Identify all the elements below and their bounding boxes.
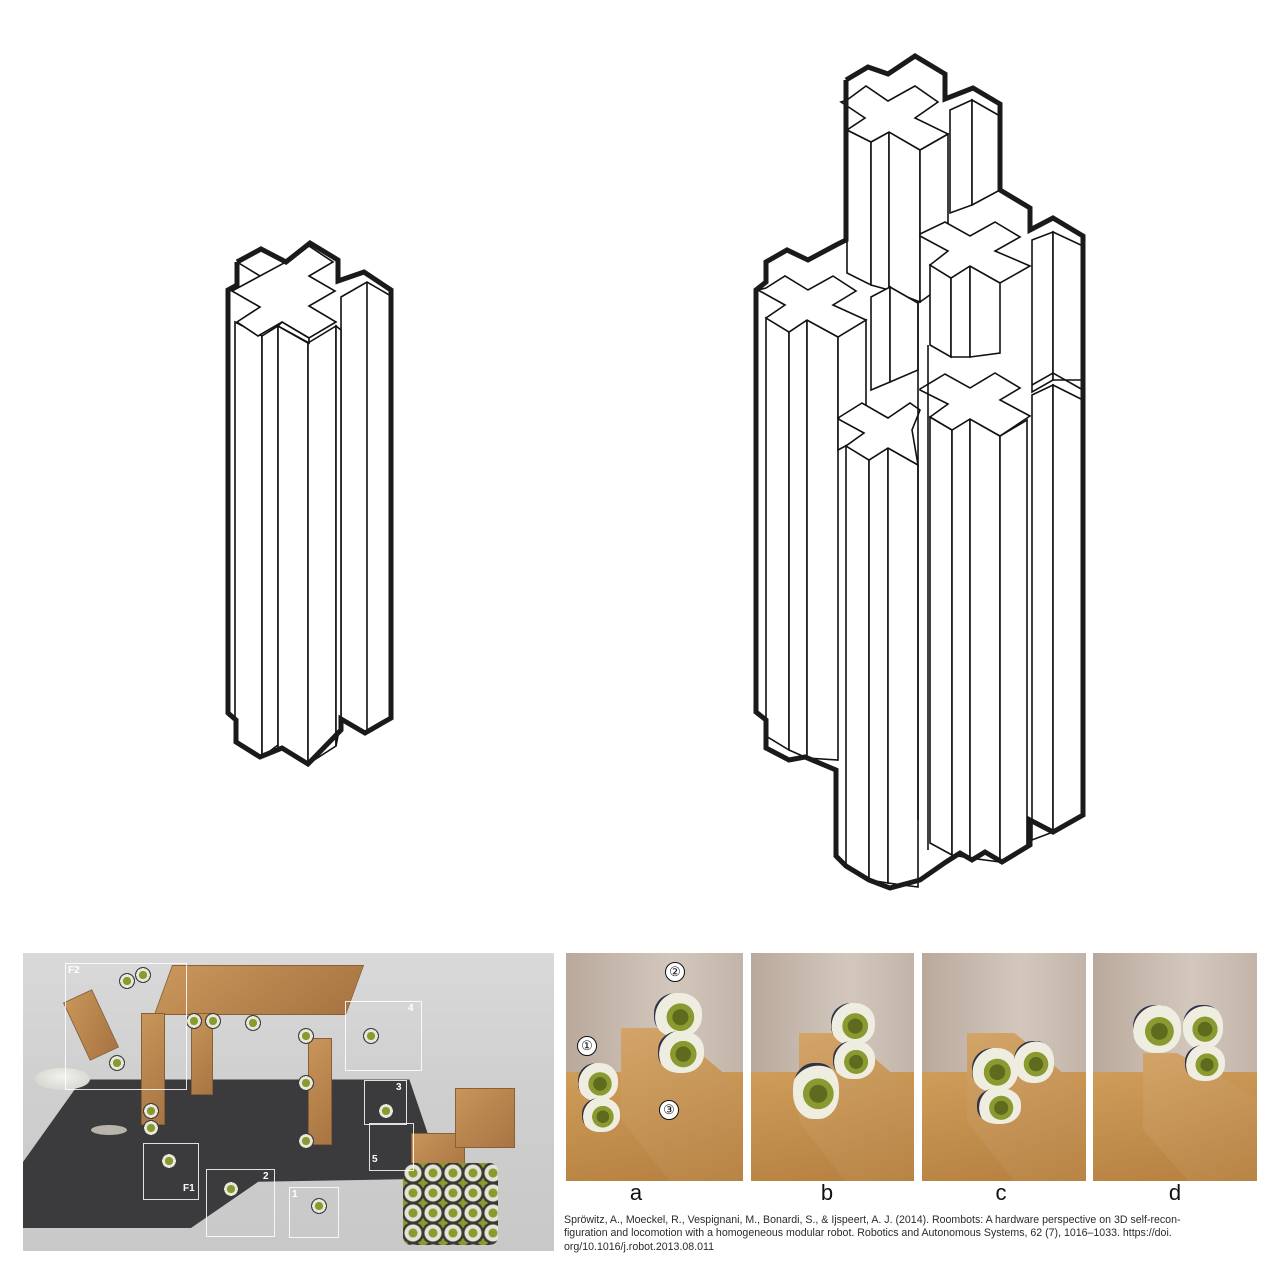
- inset-box-1: [289, 1187, 339, 1238]
- roombot-module: [135, 967, 151, 983]
- roombot-module: [582, 1098, 620, 1132]
- roombot-module: [223, 1181, 239, 1197]
- table-leg: [308, 1038, 332, 1145]
- roombot-module: [363, 1028, 379, 1044]
- roombot-module: [298, 1133, 314, 1149]
- roombot-module: [831, 1003, 875, 1045]
- panel-label-d: d: [1168, 1180, 1182, 1205]
- sequence-photo-b: [751, 953, 914, 1181]
- inset-box-5: [369, 1123, 414, 1171]
- inset-label-2: 2: [263, 1171, 269, 1182]
- inset-box-3: [364, 1080, 407, 1125]
- lamp-shade: [35, 1068, 90, 1090]
- roombot-module: [161, 1153, 177, 1169]
- panel-label-b: b: [820, 1180, 834, 1205]
- roombot-module: [654, 993, 702, 1037]
- sequence-photo-d: [1093, 953, 1257, 1181]
- table-leg: [191, 1013, 213, 1095]
- roombot-module: [972, 1048, 1018, 1092]
- roombot-module: [298, 1028, 314, 1044]
- citation-line-2: figuration and locomotion with a homogen…: [564, 1227, 1172, 1240]
- roombot-module: [793, 1063, 839, 1119]
- roombot-module: [1133, 1005, 1181, 1053]
- roombot-module: [1185, 1045, 1225, 1081]
- roombot-module: [977, 1088, 1021, 1124]
- loose-plate: [455, 1088, 515, 1148]
- roombot-module: [245, 1015, 261, 1031]
- roombot-module: [833, 1041, 875, 1079]
- inset-label-5: 5: [372, 1154, 378, 1165]
- roombot-module: [143, 1103, 159, 1119]
- module-stack: [403, 1163, 498, 1245]
- roombot-module: [143, 1120, 159, 1136]
- inset-label-f2: F2: [68, 965, 80, 976]
- sequence-photo-a: ① ② ③: [566, 953, 743, 1181]
- roombot-module: [298, 1075, 314, 1091]
- marker-1: ①: [577, 1036, 597, 1056]
- single-column-diagram: [225, 239, 394, 768]
- column-diagrams: [225, 53, 1086, 891]
- roombot-module: [378, 1103, 394, 1119]
- inset-box-4: [345, 1001, 422, 1071]
- roombot-module: [311, 1198, 327, 1214]
- inset-label-3: 3: [396, 1082, 402, 1093]
- roombot-module: [658, 1031, 704, 1073]
- inset-label-1: 1: [292, 1189, 298, 1200]
- column-cluster-diagram: [753, 53, 1086, 891]
- panel-label-c: c: [995, 1180, 1007, 1205]
- panel-label-a: a: [629, 1180, 643, 1205]
- lamp-base: [91, 1125, 127, 1135]
- roombot-module: [186, 1013, 202, 1029]
- inset-box-f1: [143, 1143, 199, 1200]
- inset-box-2: [206, 1169, 275, 1237]
- inset-label-f1: F1: [183, 1183, 195, 1194]
- inset-box-f2: [65, 963, 187, 1090]
- roombot-module: [1183, 1005, 1223, 1049]
- roombot-module: [205, 1013, 221, 1029]
- marker-2: ②: [665, 962, 685, 982]
- roombot-module: [109, 1055, 125, 1071]
- roombot-module: [119, 973, 135, 989]
- marker-3: ③: [659, 1100, 679, 1120]
- roombots-render-image: F2 4 3 5 F1 2 1: [23, 953, 554, 1251]
- sequence-photo-c: [922, 953, 1086, 1181]
- citation-line-3: org/10.1016/j.robot.2013.08.011: [564, 1240, 715, 1253]
- citation-line-1: Spröwitz, A., Moeckel, R., Vespignani, M…: [564, 1214, 1181, 1226]
- citation: Spröwitz, A., Moeckel, R., Vespignani, M…: [564, 1214, 1264, 1254]
- inset-label-4: 4: [408, 1003, 414, 1014]
- roombot-module: [1014, 1041, 1054, 1083]
- roombot-module: [578, 1063, 618, 1101]
